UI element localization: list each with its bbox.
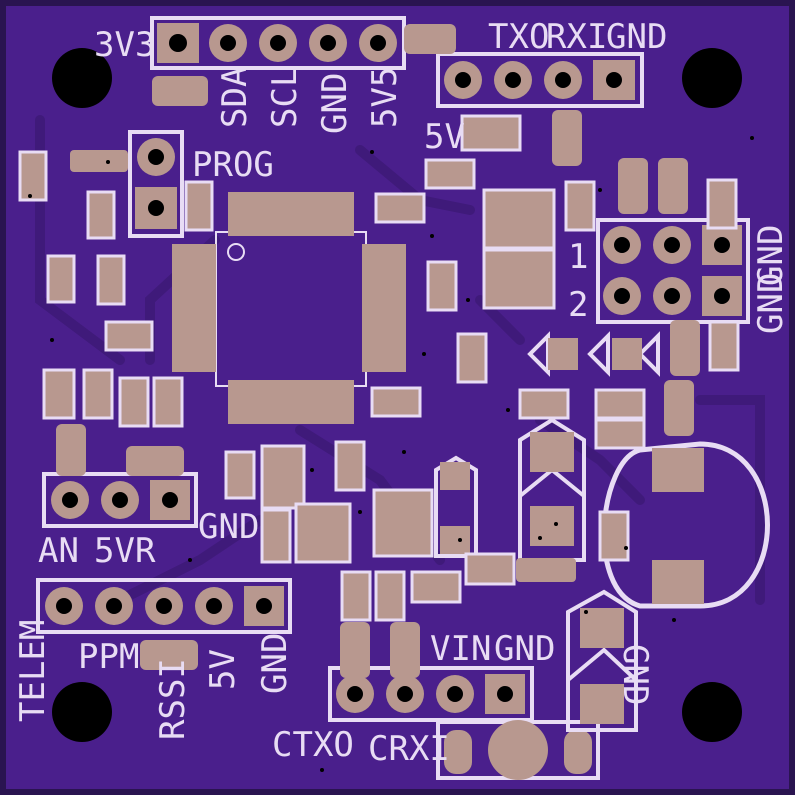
header-analog[interactable] xyxy=(42,472,198,528)
header-i2c[interactable] xyxy=(150,16,406,70)
mounting-hole-bl xyxy=(52,682,112,742)
label-rssi: RSSI xyxy=(153,658,193,740)
label-gnd-cap: GND xyxy=(615,644,655,705)
vias xyxy=(28,136,754,772)
label-5v5: 5V5 xyxy=(365,67,405,128)
label-gnd-ppm: GND xyxy=(255,633,295,694)
label-scl: SCL xyxy=(265,67,305,128)
header-uart[interactable] xyxy=(436,52,644,108)
smd-passives xyxy=(18,24,740,678)
header-prog[interactable] xyxy=(128,130,184,238)
label-3v3: 3V3 xyxy=(94,25,155,65)
label-5vr: 5VR xyxy=(94,531,156,571)
header-right-2x3[interactable] xyxy=(596,218,750,324)
header-ppm[interactable] xyxy=(36,578,292,634)
label-5v-bottom: 5V xyxy=(203,649,243,690)
label-gnd-vin: GND xyxy=(494,629,555,669)
label-txo: TXO xyxy=(488,17,549,57)
label-gnd-i2c: GND xyxy=(315,73,355,134)
label-rxi: RXI xyxy=(546,17,607,57)
mounting-holes xyxy=(52,48,742,742)
label-ppm: PPM xyxy=(78,637,139,677)
mounting-hole-br xyxy=(682,682,742,742)
mcu-chip xyxy=(172,192,406,424)
label-5v: 5V xyxy=(424,117,465,157)
label-sda: SDA xyxy=(215,67,255,128)
label-1: 1 xyxy=(568,237,588,277)
silkscreen-labels: 3V3 TXO RXI GND 5V PROG 1 2 AN 5VR GND P… xyxy=(13,17,791,769)
bulk-capacitor xyxy=(601,441,770,609)
label-2: 2 xyxy=(568,285,588,325)
label-gnd-uart: GND xyxy=(606,17,667,57)
mounting-hole-tr xyxy=(682,48,742,108)
label-crxi: CRXI xyxy=(368,729,450,769)
diodes xyxy=(434,331,660,732)
label-gnd-top: GND xyxy=(751,225,791,286)
label-gnd-bottom: GND xyxy=(751,273,791,334)
mounting-hole-tl xyxy=(52,48,112,108)
label-ctxo: CTXO xyxy=(272,725,354,765)
power-switch[interactable] xyxy=(436,720,600,780)
label-gnd-mid: GND xyxy=(198,507,259,547)
label-telem: TELEM xyxy=(13,620,53,722)
header-power[interactable] xyxy=(328,666,534,722)
label-an: AN xyxy=(38,531,79,571)
diode-pads xyxy=(440,338,642,724)
label-prog: PROG xyxy=(192,145,274,185)
label-vin: VIN xyxy=(430,629,491,669)
